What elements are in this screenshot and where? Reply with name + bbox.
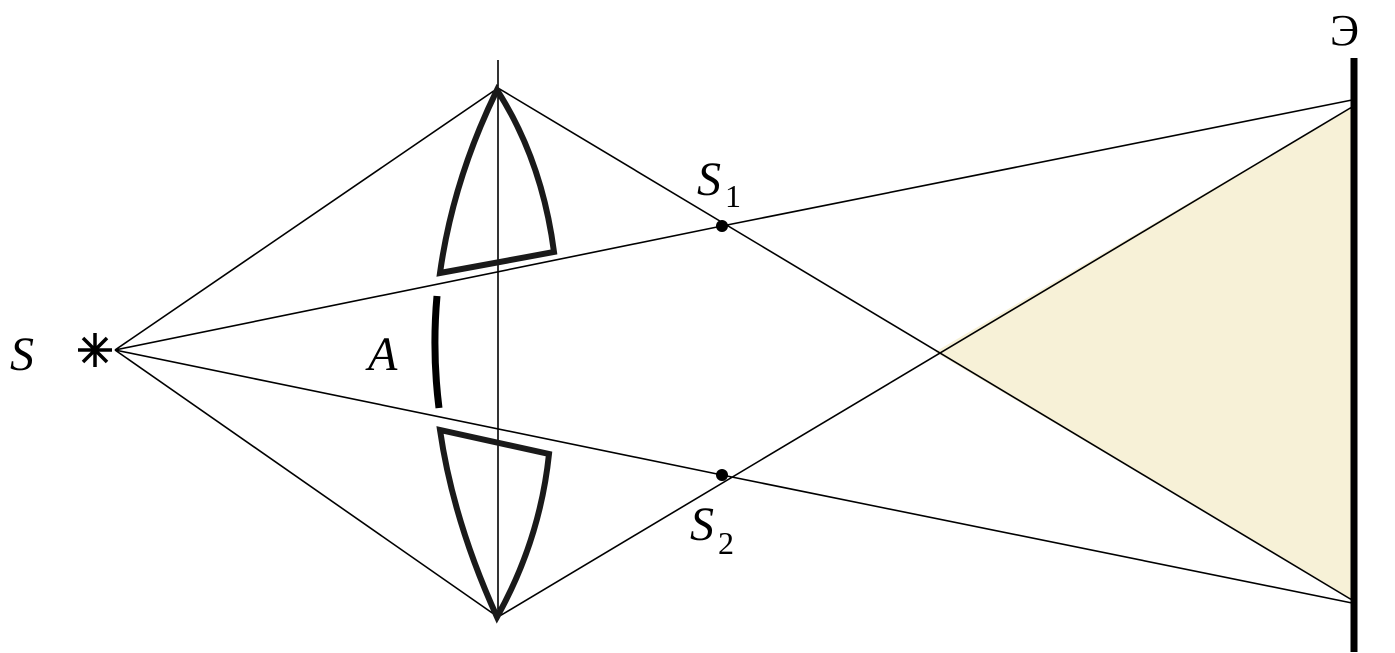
label-s1-base: S	[697, 153, 721, 206]
ray-source-to-bottom-lens	[114, 349, 499, 618]
label-aperture: A	[365, 328, 398, 381]
label-s2-sub: 2	[718, 525, 734, 561]
ray-source-through-s1	[114, 225, 723, 351]
ray-bottom-lens-through-s2	[497, 106, 1353, 618]
aperture-stop	[431, 295, 443, 409]
label-s2-base: S	[690, 498, 714, 551]
ray-source-to-top-lens	[114, 87, 499, 351]
ray-source-through-s2	[114, 349, 723, 476]
ray-s1-to-screen-top	[721, 99, 1353, 227]
label-s1-sub: 1	[725, 178, 741, 214]
image-point-s1	[716, 220, 728, 232]
image-point-s2	[716, 469, 728, 481]
label-source: S	[10, 328, 34, 381]
label-screen: Э	[1330, 6, 1359, 55]
interference-region	[935, 107, 1352, 600]
ray-top-lens-through-s1	[497, 87, 1353, 601]
upper-lens-half	[436, 83, 558, 277]
source-star-icon	[78, 333, 112, 367]
lower-lens-half	[436, 426, 553, 624]
ray-s2-to-screen-bottom	[721, 474, 1353, 604]
